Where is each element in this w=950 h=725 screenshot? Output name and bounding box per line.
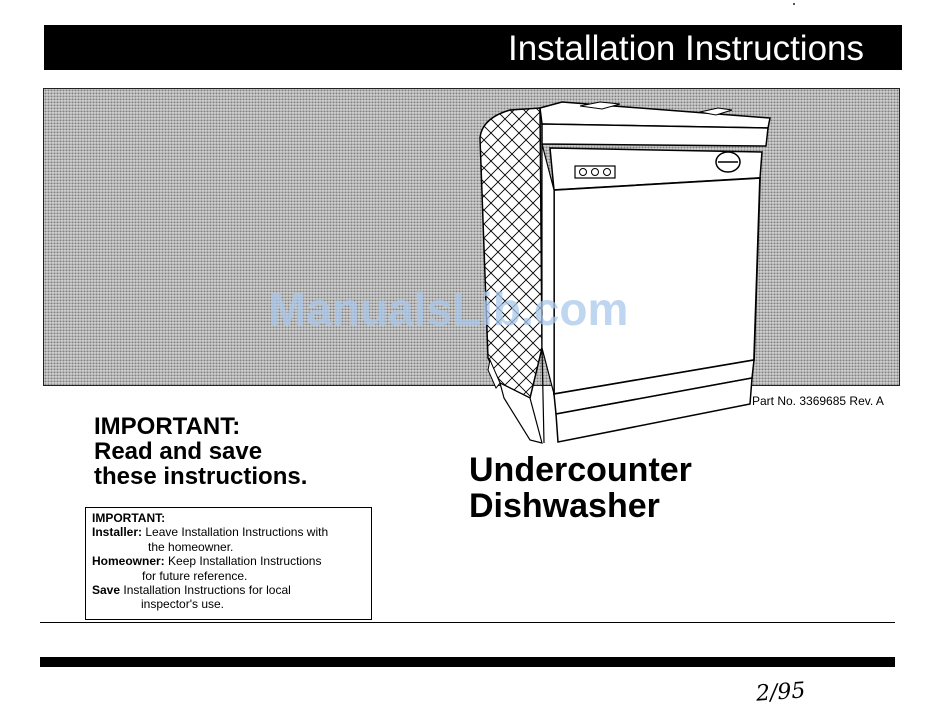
page-title: Installation Instructions [507, 29, 864, 68]
product-title: Undercounter Dishwasher [469, 452, 692, 524]
important-heading-line: IMPORTANT: [94, 413, 241, 440]
important-heading-line: these instructions. [94, 463, 308, 490]
homeowner-text: Keep Installation Instructions [164, 554, 322, 569]
homeowner-label: Homeowner: [92, 554, 165, 569]
save-text: Installation Instructions for local [120, 583, 291, 598]
notice-installer-line: Installer: Leave Installation Instructio… [92, 525, 365, 539]
part-number: Part No. 3369685 Rev. A [752, 394, 884, 408]
notice-installer-continued: the homeowner. [148, 539, 234, 554]
product-title-line: Undercounter [469, 451, 692, 489]
notice-save-line: Save Installation Instructions for local [92, 583, 365, 597]
save-label: Save [92, 583, 121, 598]
notice-homeowner-continued: for future reference. [142, 568, 248, 583]
divider-thin [40, 622, 895, 623]
notice-save-continued: inspector's use. [141, 597, 224, 612]
dishwasher-illustration-icon [479, 101, 771, 444]
important-heading: IMPORTANT: Read and save these instructi… [94, 414, 307, 489]
installer-text: Leave Installation Instructions with [142, 525, 329, 540]
notice-homeowner-line: Homeowner: Keep Installation Instruction… [92, 554, 365, 568]
important-notice-box: IMPORTANT: Installer: Leave Installation… [85, 507, 372, 620]
header-bar: Installation Instructions [44, 25, 902, 70]
handwritten-date: 2/95 [755, 678, 807, 707]
notice-title: IMPORTANT: [92, 511, 166, 525]
important-heading-line: Read and save [94, 438, 263, 465]
product-title-line: Dishwasher [469, 487, 660, 525]
scan-speck [793, 3, 795, 5]
installer-label: Installer: [92, 525, 143, 540]
divider-thick [40, 657, 895, 667]
watermark: ManualsLib.com [268, 283, 629, 335]
